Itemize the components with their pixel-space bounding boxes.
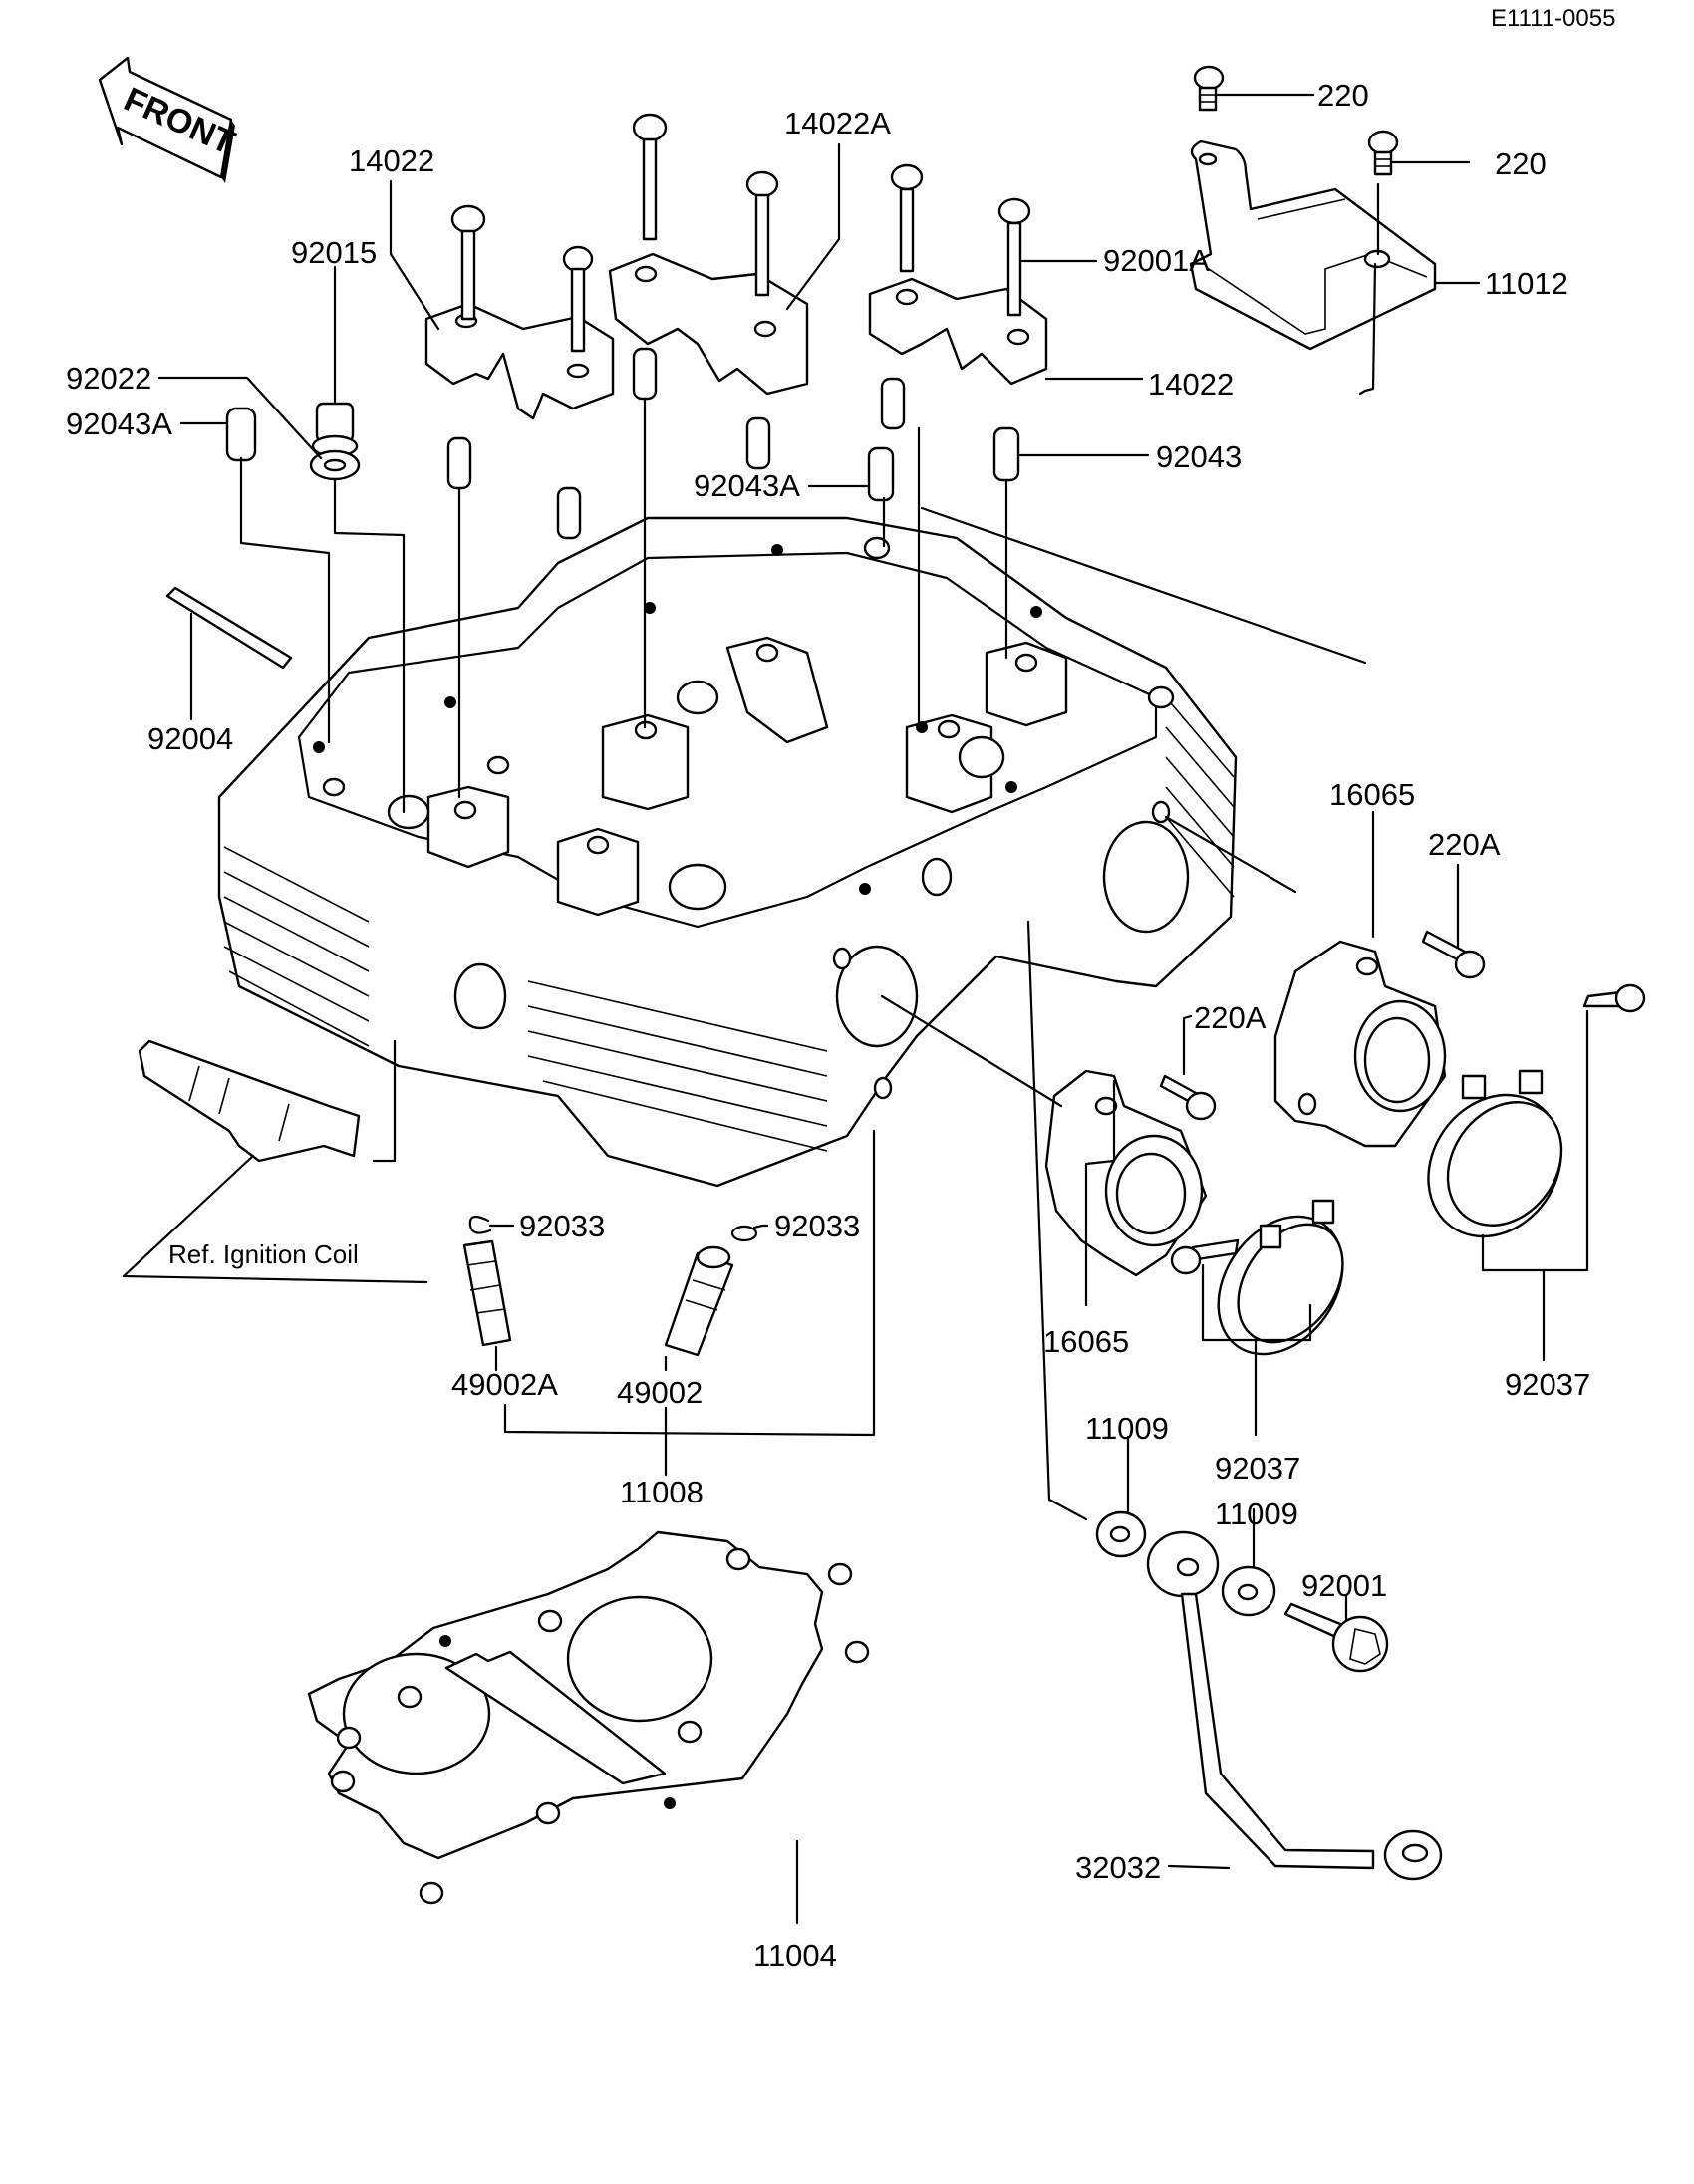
gasket-11009-b[interactable]: [1221, 1565, 1276, 1617]
leader-line: [920, 506, 1367, 665]
leader-line: [389, 179, 440, 331]
leader-line: [503, 1129, 876, 1437]
o-ring-92033-right[interactable]: [730, 1225, 758, 1242]
leader-line: [157, 376, 323, 460]
part-label-92001a[interactable]: 92001A: [1103, 243, 1210, 278]
o-ring-92033-left[interactable]: [468, 1215, 492, 1234]
screw-220a-left[interactable]: [1159, 1074, 1217, 1121]
clamp-screw[interactable]: [1170, 1238, 1240, 1275]
part-label-11004[interactable]: 11004: [753, 1938, 837, 1973]
spark-plug[interactable]: [138, 1039, 361, 1163]
stud-92004[interactable]: [165, 586, 293, 670]
part-label-92033[interactable]: 92033: [519, 1209, 605, 1243]
part-label-14022a[interactable]: 14022A: [784, 106, 891, 140]
part-label-220[interactable]: 220: [1317, 78, 1369, 113]
dowel-pin[interactable]: [745, 416, 771, 470]
part-label-14022[interactable]: 14022: [1148, 367, 1234, 402]
part-label-220a[interactable]: 220A: [1194, 1000, 1267, 1035]
part-label-16065[interactable]: 16065: [1329, 777, 1415, 812]
part-label-14022[interactable]: 14022: [349, 143, 434, 178]
dowel-pin[interactable]: [446, 436, 472, 490]
part-label-220[interactable]: 220: [1495, 146, 1547, 181]
leader-line: [239, 456, 331, 744]
part-label-92043a[interactable]: 92043A: [66, 407, 172, 441]
cap-bolt[interactable]: [450, 204, 486, 321]
clamp-92037-right[interactable]: [1401, 1069, 1588, 1262]
leader-line: [785, 142, 841, 311]
part-label-11009[interactable]: 11009: [1085, 1411, 1169, 1446]
gasket-11009-a[interactable]: [1095, 1510, 1147, 1558]
leader-line: [1358, 262, 1377, 396]
screw-220-b[interactable]: [1367, 130, 1399, 176]
part-label-92015[interactable]: 92015: [291, 235, 377, 270]
leader-line: [1026, 920, 1051, 1502]
dowel-pin[interactable]: [880, 377, 906, 430]
camshaft-cap-14022-right[interactable]: [868, 277, 1048, 386]
reference-note: Ref. Ignition Coil: [168, 1239, 359, 1269]
dowel-pin-92043[interactable]: [992, 426, 1020, 482]
cap-bolt[interactable]: [890, 163, 924, 273]
leader-line: [1047, 1498, 1088, 1521]
part-label-92043a[interactable]: 92043A: [694, 468, 800, 503]
leader-line: [1182, 1014, 1193, 1076]
leader-line: [372, 1039, 397, 1163]
part-label-92001[interactable]: 92001: [1301, 1568, 1387, 1603]
screw-220-a[interactable]: [1193, 65, 1225, 112]
dowel-pin[interactable]: [632, 347, 658, 401]
part-label-220a[interactable]: 220A: [1428, 827, 1501, 862]
cap-bolt[interactable]: [562, 245, 594, 353]
screw-220a-right[interactable]: [1421, 930, 1486, 979]
carb-holder-16065-right[interactable]: [1273, 940, 1447, 1148]
part-label-92033[interactable]: 92033: [774, 1209, 860, 1243]
leader-line: [1084, 1079, 1116, 1307]
dowel-pin-92043a[interactable]: [225, 407, 257, 462]
head-gasket-11004[interactable]: [307, 1530, 870, 1905]
cap-bolt[interactable]: [745, 170, 779, 297]
front-arrow-icon: FRONT: [98, 56, 240, 183]
valve-guide-49002[interactable]: [664, 1245, 734, 1357]
part-label-49002a[interactable]: 49002A: [451, 1367, 558, 1402]
part-label-11008[interactable]: 11008: [620, 1475, 704, 1509]
part-label-92004[interactable]: 92004: [147, 721, 233, 756]
cylinder-head-11008[interactable]: [217, 516, 1238, 1188]
leader-line: [752, 1224, 769, 1229]
part-label-92037[interactable]: 92037: [1505, 1367, 1590, 1402]
leader-line: [122, 1154, 428, 1284]
clamp-92037-lower[interactable]: [1193, 1193, 1368, 1378]
leader-line: [1481, 1009, 1589, 1272]
part-label-16065[interactable]: 16065: [1043, 1324, 1129, 1359]
leader-line: [1167, 1864, 1231, 1870]
washer-92022[interactable]: [309, 449, 361, 481]
leader-line: [880, 994, 1063, 1108]
part-label-92037[interactable]: 92037: [1215, 1451, 1300, 1486]
part-label-92022[interactable]: 92022: [66, 361, 151, 396]
leader-line: [333, 478, 406, 814]
cover-11012[interactable]: [1189, 139, 1437, 351]
carb-holder-16065-lower[interactable]: [1044, 1069, 1208, 1277]
diagram-code: E1111-0055: [1491, 5, 1615, 32]
part-label-92043[interactable]: 92043: [1156, 439, 1242, 474]
oil-pipe-32032[interactable]: [1146, 1530, 1443, 1881]
valve-guide-49002a[interactable]: [462, 1239, 512, 1347]
dowel-pin[interactable]: [556, 486, 582, 540]
bolt-92001[interactable]: [1283, 1602, 1389, 1673]
part-label-11012[interactable]: 11012: [1485, 266, 1568, 301]
part-label-49002[interactable]: 49002: [617, 1375, 703, 1410]
bolt-92001a[interactable]: [997, 197, 1031, 317]
cap-bolt[interactable]: [632, 113, 668, 241]
clamp-screw[interactable]: [1582, 983, 1646, 1013]
dowel-pin-92043a[interactable]: [867, 446, 895, 502]
leader-line: [1164, 815, 1297, 894]
part-label-11009[interactable]: 11009: [1215, 1497, 1298, 1531]
part-label-32032[interactable]: 32032: [1075, 1850, 1161, 1885]
nut-92015[interactable]: [311, 402, 359, 458]
